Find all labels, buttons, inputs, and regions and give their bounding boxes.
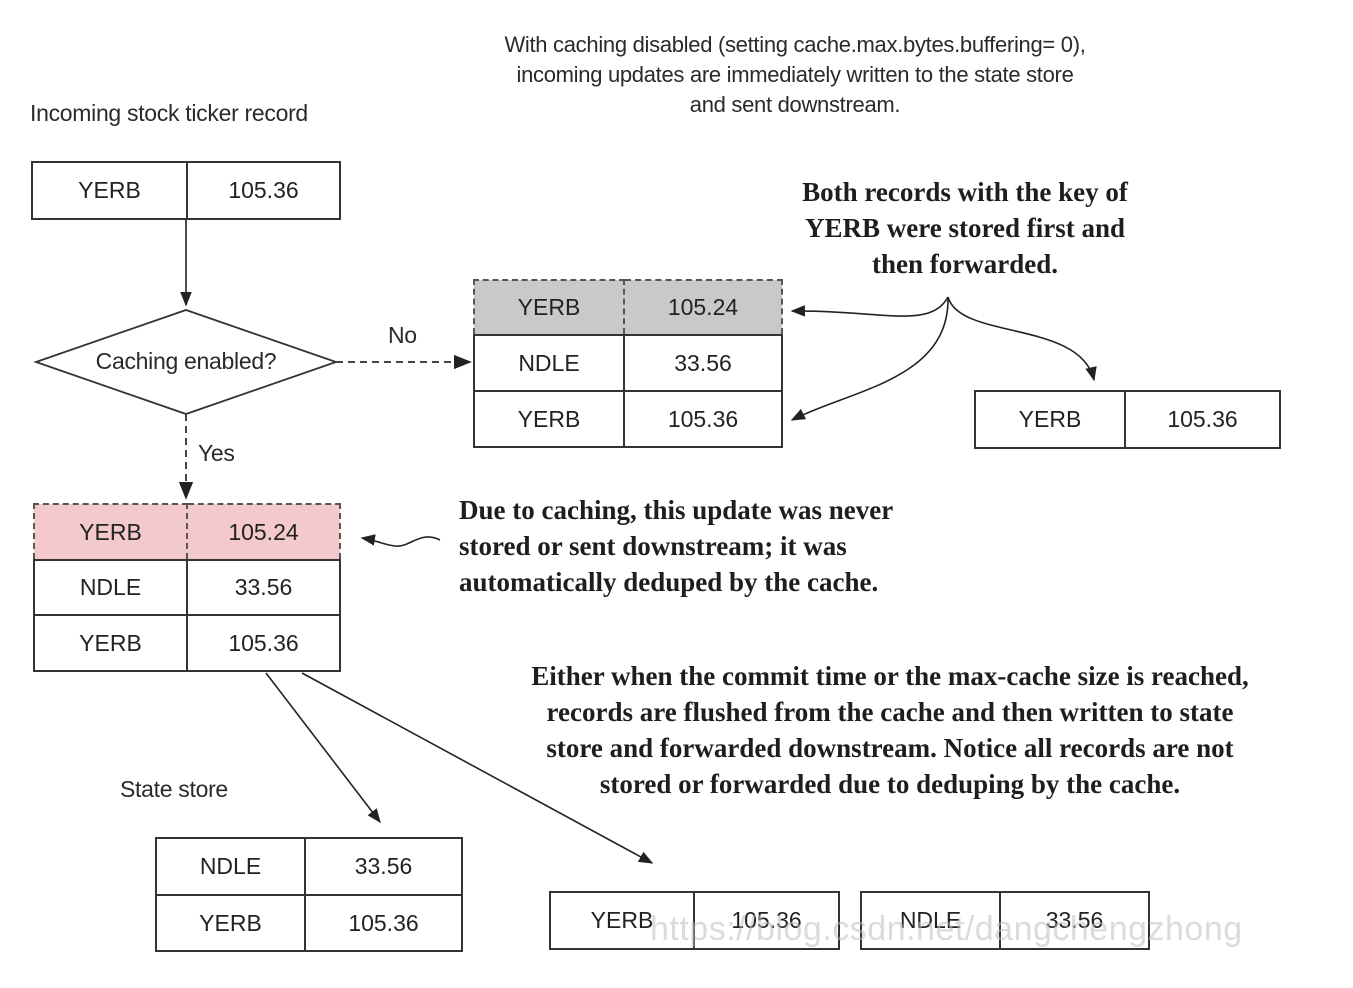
cache-row-key: YERB	[33, 614, 188, 672]
forwarded-record-key: NDLE	[860, 891, 1001, 950]
state-store-row-value: 33.56	[304, 837, 463, 896]
flush-note-line1: Either when the commit time or the max-c…	[531, 661, 1249, 691]
flush-note-line4: stored or forwarded due to deduping by t…	[599, 769, 1181, 799]
uncached-row-value: 105.36	[623, 390, 783, 448]
deduped-note-line3: automatically deduped by the cache.	[459, 567, 879, 597]
arrow-dedupe-note	[360, 534, 441, 547]
cache-row-deduped: YERB 105.24	[33, 503, 341, 561]
yes-branch-label: Yes	[198, 440, 235, 466]
uncached-row-key: YERB	[473, 390, 625, 448]
state-store-table: NDLE 33.56 YERB 105.36	[155, 837, 463, 952]
incoming-record: YERB 105.36	[31, 161, 341, 220]
flush-note-line2: records are flushed from the cache and t…	[546, 697, 1234, 727]
incoming-record-key: YERB	[31, 161, 188, 220]
arrow-cache-to-downstream	[301, 672, 654, 864]
uncached-row: NDLE 33.56	[473, 334, 783, 392]
caching-disabled-note-line2: incoming updates are immediately written…	[516, 62, 1074, 87]
uncached-row-key: NDLE	[473, 334, 625, 392]
decision-question: Caching enabled?	[95, 348, 277, 374]
forwarded-record-value: 33.56	[999, 891, 1150, 950]
forwarded-record-key: YERB	[549, 891, 695, 950]
uncached-row-value: 105.24	[623, 279, 783, 336]
arrow-cache-to-state-store	[265, 672, 381, 824]
uncached-row-value: 33.56	[623, 334, 783, 392]
deduped-note-line2: stored or sent downstream; it was	[459, 531, 847, 561]
cache-row-key: NDLE	[33, 559, 188, 616]
state-store-row: YERB 105.36	[155, 894, 463, 952]
arrow-note-to-first-yerb	[790, 296, 949, 317]
state-store-label: State store	[120, 776, 228, 802]
uncached-row-duplicate: YERB 105.24	[473, 279, 783, 336]
both-records-note-line3: then forwarded.	[872, 249, 1058, 279]
watermark: https://blog.csdn.net/dangchengzhong	[650, 910, 1243, 948]
caching-disabled-note-line1: With caching disabled (setting cache.max…	[504, 32, 1086, 57]
caching-disabled-note: With caching disabled (setting cache.max…	[440, 30, 1150, 120]
both-records-note-line1: Both records with the key of	[802, 177, 1128, 207]
forwarded-record: YERB 105.36	[549, 891, 840, 950]
arrow-note-to-second-yerb	[790, 296, 949, 421]
cache-row-value: 105.24	[186, 503, 341, 561]
both-records-note-line2: YERB were stored first and	[805, 213, 1125, 243]
state-store-row-key: NDLE	[155, 837, 306, 896]
cache-row-key: YERB	[33, 503, 188, 561]
both-records-note: Both records with the key of YERB were s…	[740, 174, 1190, 282]
uncached-state-store: YERB 105.24 NDLE 33.56 YERB 105.36	[473, 279, 783, 448]
flush-note: Either when the commit time or the max-c…	[470, 658, 1310, 802]
state-store-row-key: YERB	[155, 894, 306, 952]
forwarded-record: NDLE 33.56	[860, 891, 1150, 950]
cache-table: YERB 105.24 NDLE 33.56 YERB 105.36	[33, 503, 341, 672]
flush-note-line3: store and forwarded downstream. Notice a…	[546, 733, 1234, 763]
caching-disabled-note-line3: and sent downstream.	[689, 92, 901, 117]
uncached-forwarded-record: YERB 105.36	[974, 390, 1281, 449]
uncached-row: YERB 105.36	[473, 390, 783, 448]
deduped-note: Due to caching, this update was never st…	[459, 492, 979, 600]
state-store-row: NDLE 33.56	[155, 837, 463, 896]
arrow-note-to-forwarded	[947, 296, 1097, 382]
uncached-row-key: YERB	[473, 279, 625, 336]
forwarded-record-value: 105.36	[693, 891, 840, 950]
cache-row-value: 33.56	[186, 559, 341, 616]
uncached-forwarded-key: YERB	[974, 390, 1126, 449]
cache-row: NDLE 33.56	[33, 559, 341, 616]
cache-row: YERB 105.36	[33, 614, 341, 672]
no-branch-label: No	[388, 322, 417, 348]
uncached-forwarded-value: 105.36	[1124, 390, 1281, 449]
state-store-row-value: 105.36	[304, 894, 463, 952]
incoming-record-value: 105.36	[186, 161, 341, 220]
cache-row-value: 105.36	[186, 614, 341, 672]
incoming-record-label: Incoming stock ticker record	[30, 100, 308, 126]
deduped-note-line1: Due to caching, this update was never	[459, 495, 894, 525]
